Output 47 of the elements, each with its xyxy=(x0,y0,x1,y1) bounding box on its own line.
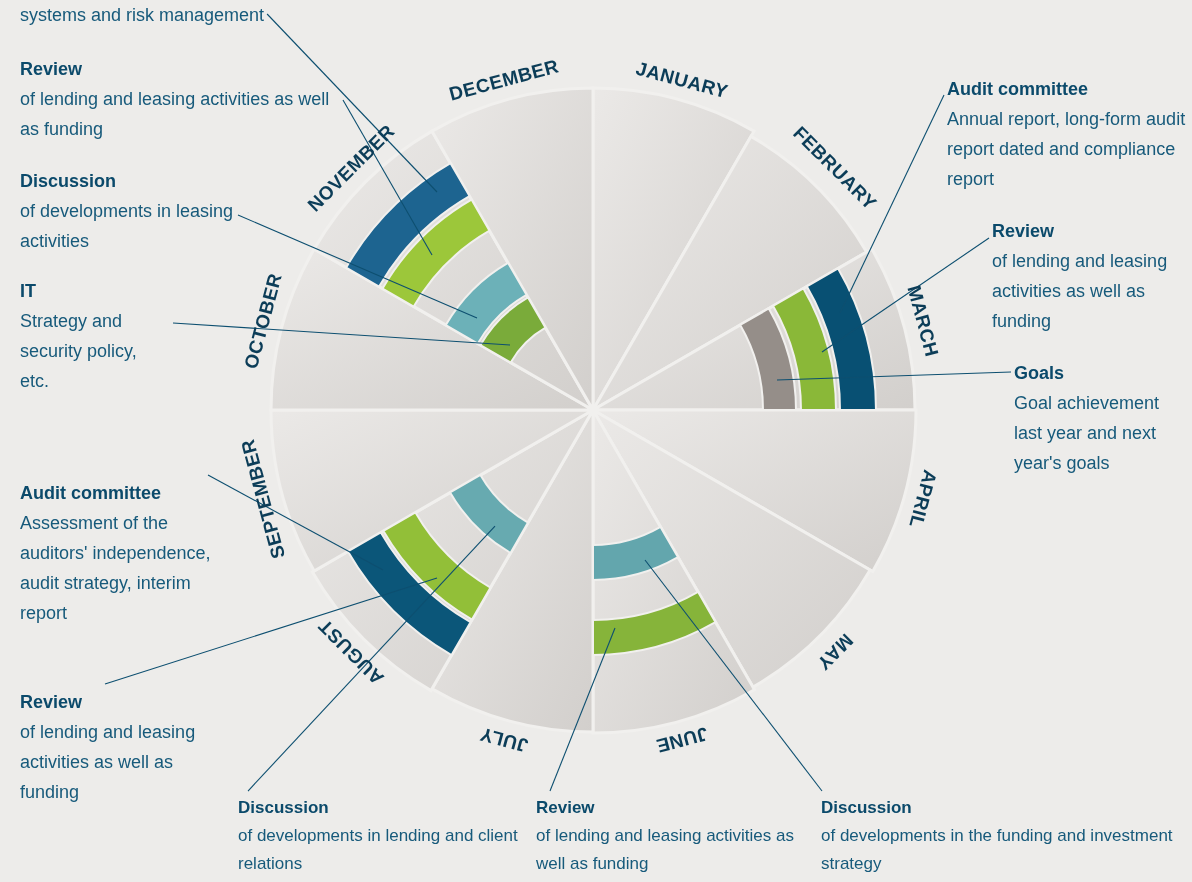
annotation-text: Strategy and security policy, etc. xyxy=(20,310,138,393)
activity-bar xyxy=(592,590,717,656)
annotation-text: of lending and leasing activities as well as funding xyxy=(992,250,1169,333)
annotation-text: of developments in lending and client relations xyxy=(238,825,519,875)
activity-bar xyxy=(479,296,547,364)
activity-bar xyxy=(444,261,528,345)
activity-bar xyxy=(449,474,529,554)
annotation-text: of lending and leasing activities as well as funding xyxy=(20,88,330,139)
annotation-heading: Review xyxy=(536,797,596,819)
activity-bar xyxy=(592,525,679,581)
annotation-heading: Audit committee xyxy=(947,78,1089,101)
annotation-heading: Audit committee xyxy=(20,482,162,505)
activity-bar xyxy=(805,267,877,411)
month-label: APRIL xyxy=(906,467,941,530)
annotation-text: Goal achievement last year and next year's goals xyxy=(1014,392,1161,475)
annotation-heading: IT xyxy=(20,280,37,303)
month-label: MARCH xyxy=(904,283,942,360)
annotation-heading: Review xyxy=(20,58,84,81)
annotation-text: of developments in the funding and investment strategy xyxy=(821,825,1174,875)
leader-line xyxy=(172,322,511,346)
annotation-text: Annual report, long-form audit report dated and compliance report xyxy=(947,108,1187,191)
annotation-heading: Discussion xyxy=(20,170,118,193)
annotation-heading: Discussion xyxy=(238,797,330,819)
leader-line xyxy=(237,214,478,319)
leader-line xyxy=(644,559,823,792)
leader-line xyxy=(104,577,438,685)
leader-line xyxy=(776,371,1012,381)
leader-line xyxy=(207,474,384,571)
annotation-heading: Discussion xyxy=(821,797,913,819)
annotation-heading: Review xyxy=(992,220,1056,243)
annotation-text: of developments in leasing activities xyxy=(20,200,235,253)
annotation-text: of lending and leasing activities as well as funding xyxy=(536,825,795,875)
leader-line xyxy=(247,525,496,792)
activity-bar xyxy=(739,307,797,411)
annotation-text: Assessment of the auditors' independence, audit strategy, interim report xyxy=(20,512,212,625)
activity-bar xyxy=(772,287,837,411)
leader-line xyxy=(266,13,438,193)
leader-line xyxy=(821,237,990,353)
annotation-heading: Goals xyxy=(1014,362,1066,385)
annotation-text: of lending and leasing activities as well as funding xyxy=(20,721,197,804)
annotation-text: systems and risk management xyxy=(20,4,265,27)
leader-line xyxy=(549,627,616,792)
month-label: JUNE xyxy=(653,724,710,757)
leader-line xyxy=(342,99,433,256)
activity-bar xyxy=(382,511,492,621)
month-label: JULY xyxy=(478,724,531,756)
annotation-heading: Review xyxy=(20,691,84,714)
